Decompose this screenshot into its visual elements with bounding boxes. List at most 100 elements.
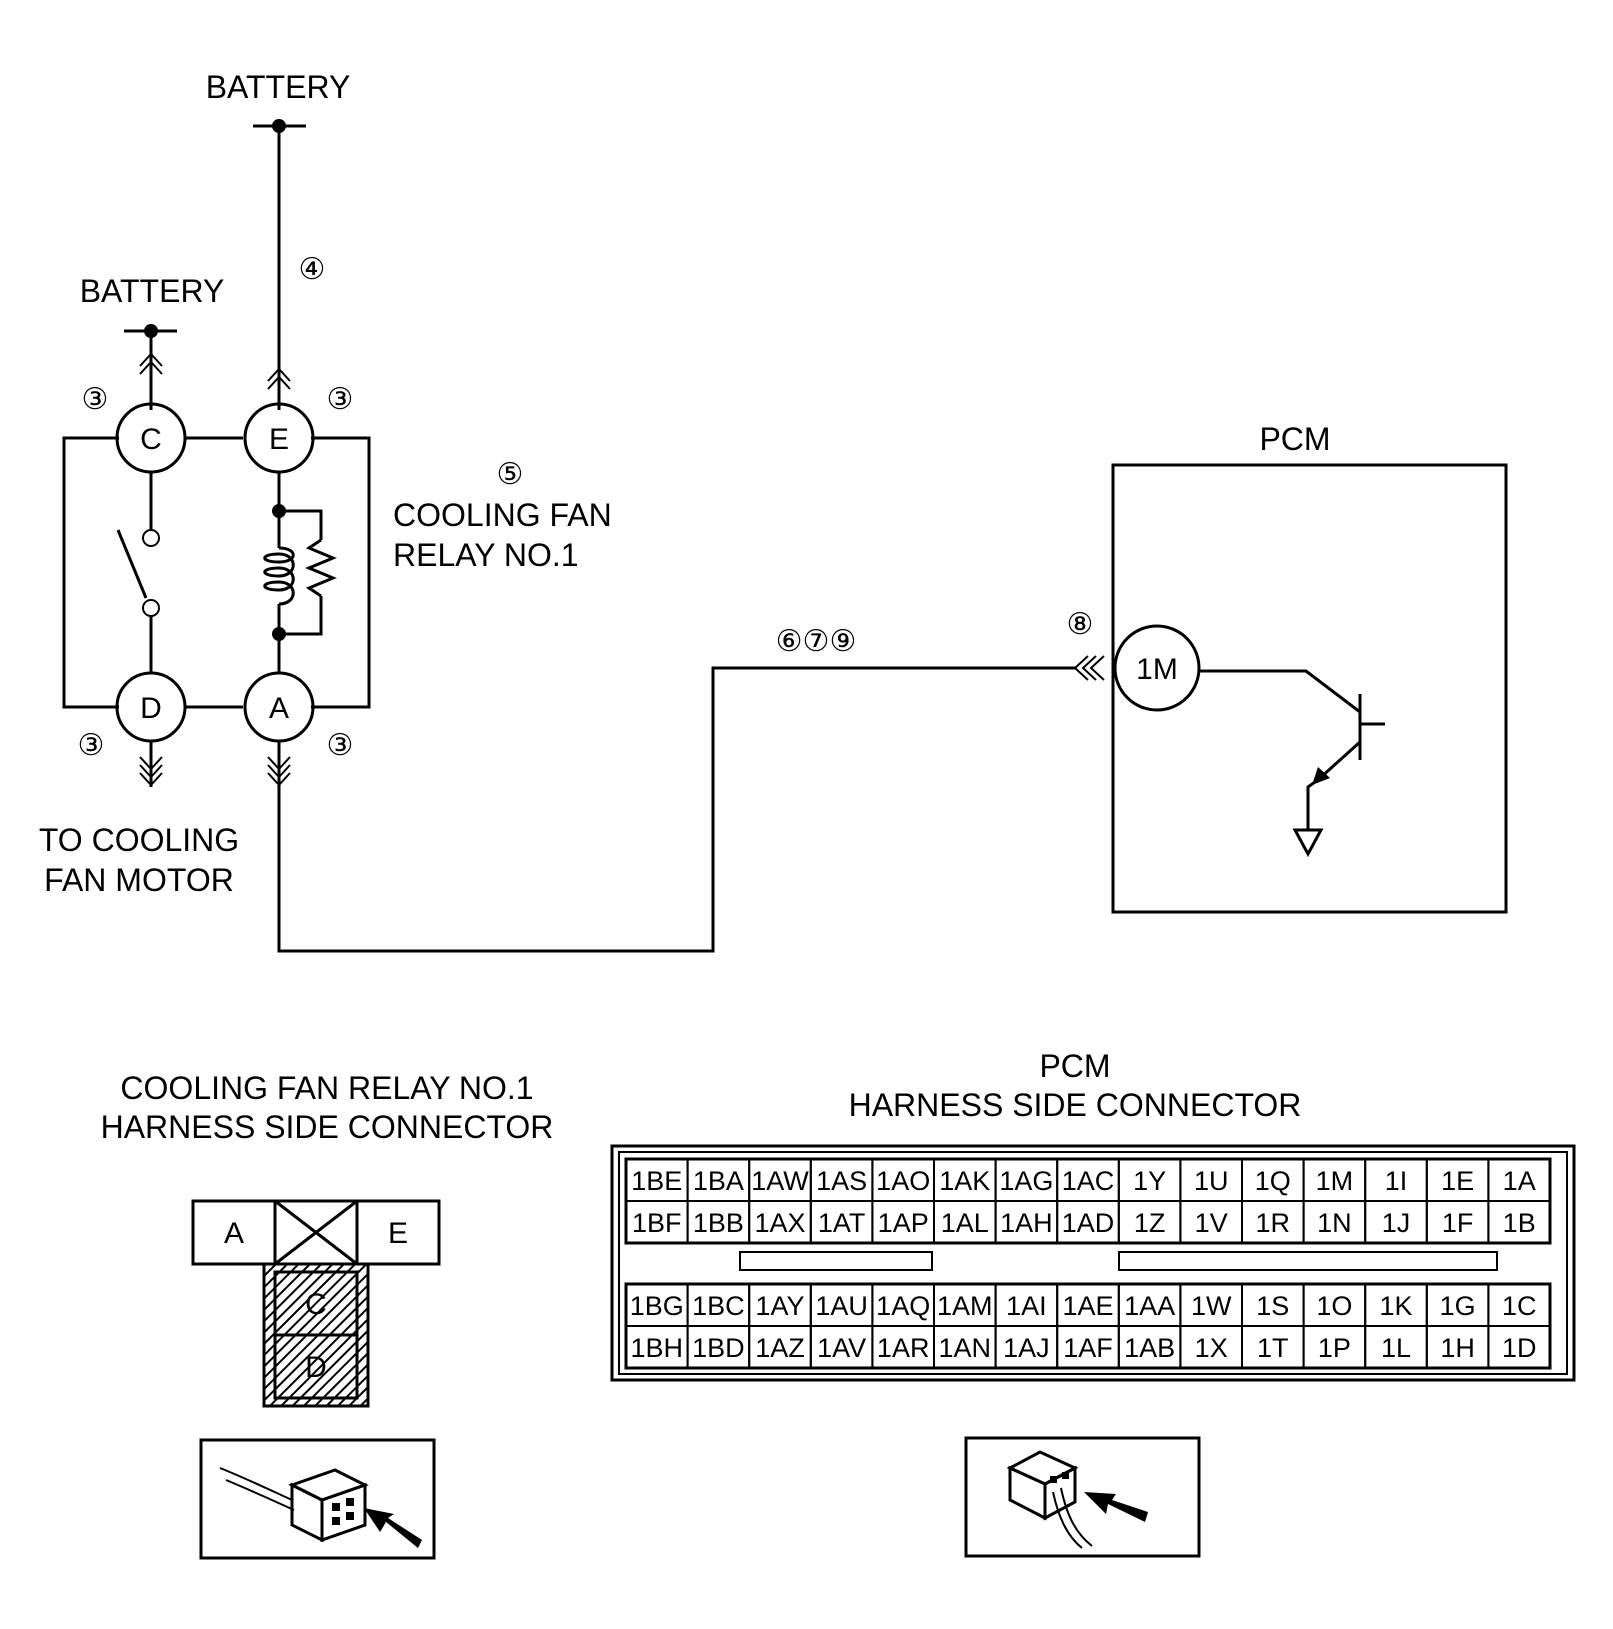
pcm-pin-label: 1AT <box>818 1208 866 1238</box>
relay-pin-a-label: A <box>224 1217 244 1250</box>
relay-connector-title-line1: COOLING FAN RELAY NO.1 <box>120 1070 533 1106</box>
pcm-pin-label: 1BA <box>693 1166 744 1196</box>
pcm-pin-label: 1A <box>1503 1166 1536 1196</box>
pcm-pin-label: 1AW <box>751 1166 809 1196</box>
relay-pin-d <box>273 1333 359 1400</box>
pcm-pin-label: 1B <box>1503 1208 1536 1238</box>
pcm-pin-label: 1BB <box>693 1208 744 1238</box>
pcm-pin-label: 1W <box>1191 1291 1232 1321</box>
pcm-pin-label: 1BG <box>630 1291 684 1321</box>
terminal-d: D <box>115 671 187 743</box>
battery-left-label: BATTERY <box>80 273 225 309</box>
pcm-pin-label: 1AX <box>754 1208 805 1238</box>
pcm-pin-label: 1K <box>1379 1291 1412 1321</box>
pcm-pin-label: 1C <box>1502 1291 1537 1321</box>
pcm-pin-label: 1AF <box>1063 1333 1113 1363</box>
pcm-pin-label: 1R <box>1256 1208 1291 1238</box>
pcm-pin-label: 1L <box>1381 1333 1411 1363</box>
relay-pin-e <box>355 1199 441 1266</box>
to-motor-line2: FAN MOTOR <box>44 862 234 898</box>
pcm-pin-label: 1I <box>1385 1166 1408 1196</box>
pcm-pin-label: 1AB <box>1124 1333 1175 1363</box>
relay-pin-e-label: E <box>388 1217 408 1250</box>
pcm-pin-label: 1AL <box>941 1208 989 1238</box>
relay-left-frame <box>62 436 119 709</box>
pcm-pin-label: 1P <box>1318 1333 1351 1363</box>
battery-top-label: BATTERY <box>206 69 351 105</box>
terminal-c: C <box>115 402 187 474</box>
pcm-pin-label: 1AQ <box>876 1291 930 1321</box>
pcm-pin-label: 1AV <box>817 1333 866 1363</box>
pcm-pin-label: 1F <box>1442 1208 1474 1238</box>
pcm-pin-label: 1AG <box>999 1166 1053 1196</box>
connector-arrow-1m <box>1073 655 1105 681</box>
pcm-pin-label: 1BF <box>632 1208 682 1238</box>
pcm-pin-label: 1AK <box>939 1166 990 1196</box>
step-mark-8: ⑧ <box>1067 608 1094 641</box>
pcm-pin-label: 1E <box>1441 1166 1474 1196</box>
pcm-pin-label: 1H <box>1440 1333 1475 1363</box>
pcm-pin-label: 1AJ <box>1003 1333 1050 1363</box>
step-mark-6-7-9: ⑥⑦⑨ <box>776 625 857 658</box>
step-mark-3-e: ③ <box>327 383 354 416</box>
pcm-pin-label: 1S <box>1256 1291 1289 1321</box>
pcm-pin-label: 1AU <box>815 1291 868 1321</box>
pcm-connector-view-icon <box>964 1436 1201 1558</box>
signal-wire <box>277 666 1075 953</box>
pcm-connector-title-line2: HARNESS SIDE CONNECTOR <box>849 1087 1302 1123</box>
relay-coil <box>263 472 337 673</box>
pcm-pin-label: 1U <box>1194 1166 1229 1196</box>
pcm-pin-label: 1AN <box>939 1333 992 1363</box>
step-mark-3-d: ③ <box>78 729 105 762</box>
svg-text:C: C <box>140 423 162 456</box>
pcm-transistor <box>1199 669 1385 858</box>
pcm-terminal-1m: 1M <box>1113 624 1201 712</box>
relay-right-frame <box>311 436 371 709</box>
step-mark-5: ⑤ <box>497 458 524 491</box>
pcm-box <box>1111 463 1508 914</box>
pcm-pin-label: 1BH <box>631 1333 684 1363</box>
pcm-pin-label: 1N <box>1317 1208 1352 1238</box>
pcm-pin-label: 1BC <box>692 1291 745 1321</box>
pcm-connector-key-left <box>739 1251 933 1271</box>
connector-arrow-d <box>139 741 163 787</box>
pcm-pin-label: 1T <box>1257 1333 1289 1363</box>
pcm-pin-label: 1AA <box>1124 1291 1175 1321</box>
pcm-pin-label: 1J <box>1382 1208 1411 1238</box>
svg-text:A: A <box>269 692 289 725</box>
pcm-pin-label: 1AR <box>877 1333 930 1363</box>
relay-connector-view-icon <box>199 1438 436 1560</box>
terminal-e: E <box>243 402 315 474</box>
pcm-pin-label: 1AH <box>1000 1208 1053 1238</box>
relay-label-line2: RELAY NO.1 <box>393 537 579 573</box>
pcm-pin-label: 1M <box>1316 1166 1354 1196</box>
step-mark-3-a: ③ <box>327 729 354 762</box>
relay-connector: COOLING FAN RELAY NO.1 HARNESS SIDE CONN… <box>101 1070 554 1560</box>
pcm-pin-label: 1AS <box>816 1166 867 1196</box>
terminal-a: A <box>243 671 315 743</box>
pcm-pin-cell <box>1487 1200 1552 1244</box>
svg-text:E: E <box>269 423 289 456</box>
pcm-pin-label: 1Y <box>1133 1166 1166 1196</box>
pcm-pin-cell <box>1487 1325 1552 1369</box>
pcm-pin-label: 1AO <box>876 1166 930 1196</box>
connector-arrow-c <box>139 331 163 410</box>
pcm-pin-label: 1Z <box>1134 1208 1166 1238</box>
relay-connector-title-line2: HARNESS SIDE CONNECTOR <box>101 1109 554 1145</box>
circuit-schematic: BATTERY ④ BATTERY C <box>39 69 1508 953</box>
relay-pin-c-label: C <box>305 1288 327 1321</box>
pcm-pin-label: 1AY <box>755 1291 804 1321</box>
to-motor-line1: TO COOLING <box>39 822 239 858</box>
pcm-pin-label: 1AI <box>1006 1291 1047 1321</box>
step-mark-3-c: ③ <box>82 383 109 416</box>
pcm-pin-label: 1O <box>1316 1291 1352 1321</box>
pcm-pin-label: 1BE <box>631 1166 682 1196</box>
relay-switch <box>116 472 160 673</box>
step-mark-4: ④ <box>299 253 326 286</box>
pcm-pin-label: 1V <box>1195 1208 1228 1238</box>
pcm-connector-title-line1: PCM <box>1039 1048 1110 1084</box>
